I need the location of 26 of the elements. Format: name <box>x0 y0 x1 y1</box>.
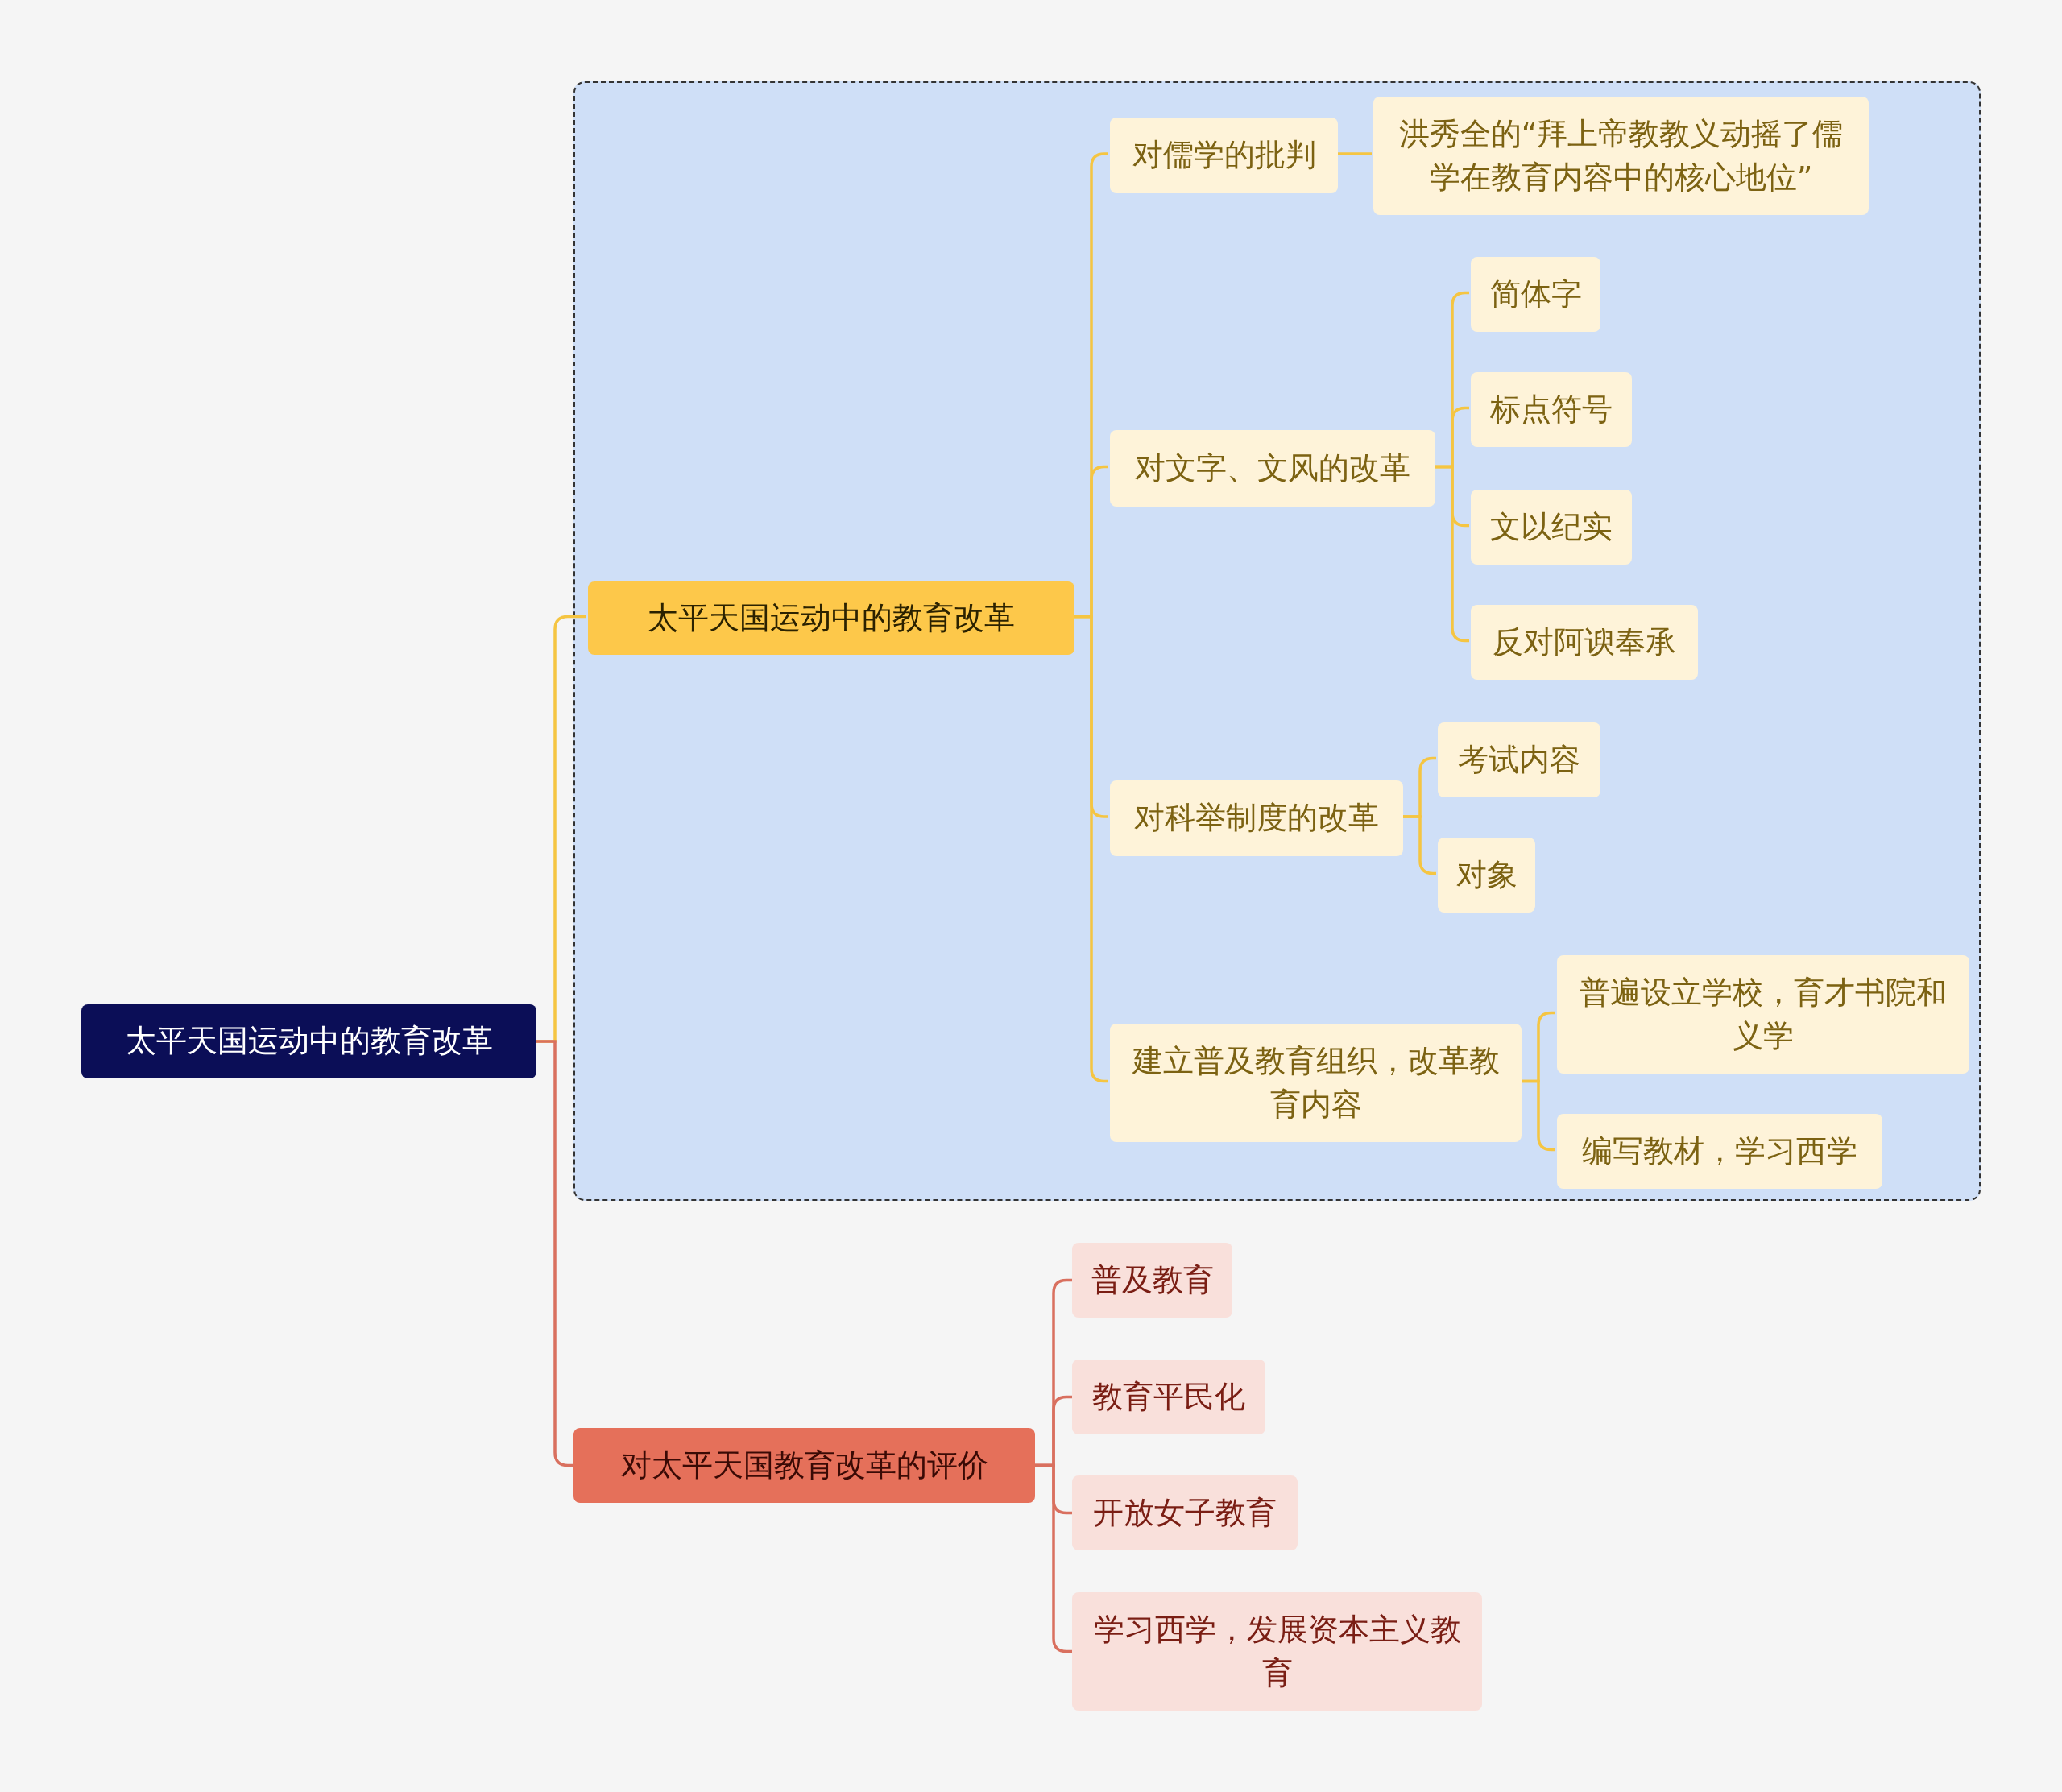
subtopic-box: 对科举制度的改革 <box>1110 780 1403 856</box>
subtopic-box: 编写教材，学习西学 <box>1557 1114 1882 1189</box>
subtopic-box: 简体字 <box>1471 257 1600 332</box>
branch-topic-box: 对太平天国教育改革的评价 <box>573 1428 1035 1503</box>
connector-line <box>1035 1463 1072 1653</box>
subtopic-box: 普及教育 <box>1072 1243 1232 1318</box>
connector-line <box>536 1040 573 1467</box>
branch-topic-box: 太平天国运动中的教育改革 <box>588 581 1074 655</box>
subtopic-box: 对文字、文风的改革 <box>1110 430 1435 507</box>
summary-frame <box>573 81 1981 1201</box>
subtopic-box: 对象 <box>1438 838 1535 913</box>
connector-line <box>1336 152 1372 155</box>
connector-line <box>1434 465 1469 643</box>
subtopic-box: 洪秀全的“拜上帝教教义动摇了儒学在教育内容中的核心地位” <box>1373 97 1869 215</box>
subtopic-box: 文以纪实 <box>1471 490 1632 565</box>
subtopic-box: 学习西学，发展资本主义教育 <box>1072 1592 1482 1711</box>
subtopic-box: 开放女子教育 <box>1072 1475 1298 1550</box>
subtopic-box: 反对阿谀奉承 <box>1471 605 1698 680</box>
connector-line <box>1520 1079 1555 1152</box>
subtopic-box: 对儒学的批判 <box>1110 118 1338 193</box>
subtopic-box: 普遍设立学校，育才书院和义学 <box>1557 955 1969 1074</box>
subtopic-box: 教育平民化 <box>1072 1360 1265 1434</box>
subtopic-box: 考试内容 <box>1438 722 1600 797</box>
subtopic-box: 建立普及教育组织，改革教育内容 <box>1110 1024 1522 1142</box>
root-topic-box: 太平天国运动中的教育改革 <box>81 1004 536 1078</box>
subtopic-box: 标点符号 <box>1471 372 1632 447</box>
